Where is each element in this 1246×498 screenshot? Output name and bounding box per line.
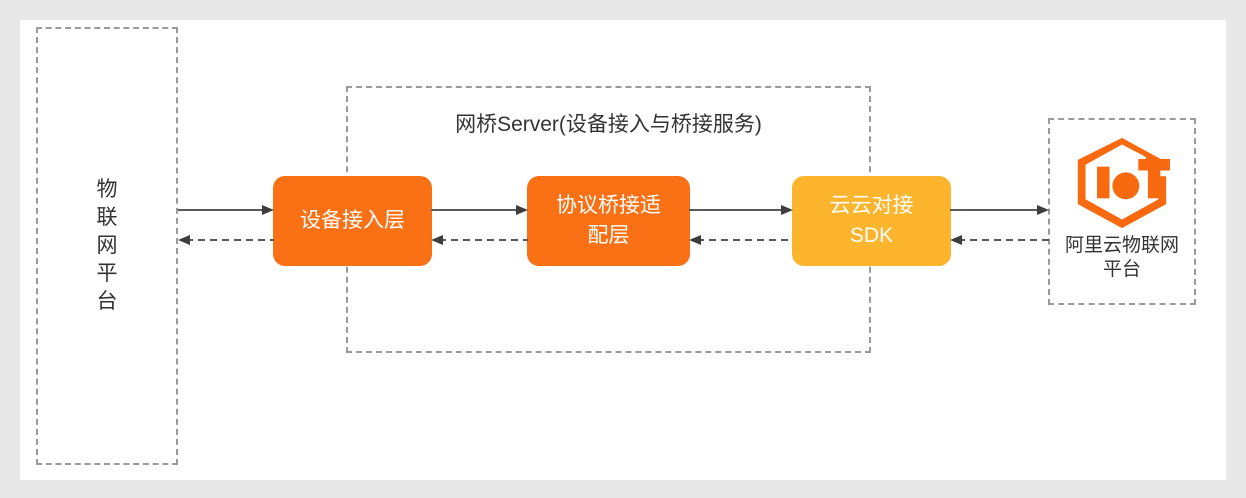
- connector-aliyun-platform-to-cloud-sdk: [950, 231, 1049, 249]
- node-protocol-bridge[interactable]: 协议桥接适 配层: [527, 176, 690, 266]
- connector-protocol-bridge-to-device-access: [431, 231, 528, 249]
- connector-cloud-sdk-to-protocol-bridge: [689, 231, 793, 249]
- node-protocol-bridge-label: 协议桥接适 配层: [556, 194, 661, 247]
- iot-platform-left-container: 物 联 网 平 台: [36, 27, 178, 465]
- connector-protocol-bridge-to-cloud-sdk: [689, 201, 793, 219]
- node-cloud-sdk-label: 云云对接 SDK: [829, 194, 914, 247]
- node-device-access-label: 设备接入层: [300, 209, 405, 232]
- diagram-canvas: 物 联 网 平 台 网桥Server(设备接入与桥接服务) 设备接入层 协议桥接…: [20, 20, 1226, 480]
- aliyun-platform-right-container: 阿里云物联网 平台: [1048, 118, 1196, 305]
- iot-platform-left-label: 物 联 网 平 台: [96, 178, 118, 313]
- connector-cloud-sdk-to-aliyun-platform: [950, 201, 1049, 219]
- bridge-server-title: 网桥Server(设备接入与桥接服务): [455, 113, 762, 136]
- connector-device-access-to-protocol-bridge: [431, 201, 528, 219]
- connector-device-access-to-platform: [178, 231, 274, 249]
- connector-platform-to-device-access: [178, 201, 274, 219]
- aliyun-platform-right-label: 阿里云物联网 平台: [1064, 235, 1179, 280]
- node-cloud-sdk[interactable]: 云云对接 SDK: [792, 176, 951, 266]
- node-device-access[interactable]: 设备接入层: [273, 176, 432, 266]
- aliyun-iot-hexagon-logo: [1077, 137, 1170, 229]
